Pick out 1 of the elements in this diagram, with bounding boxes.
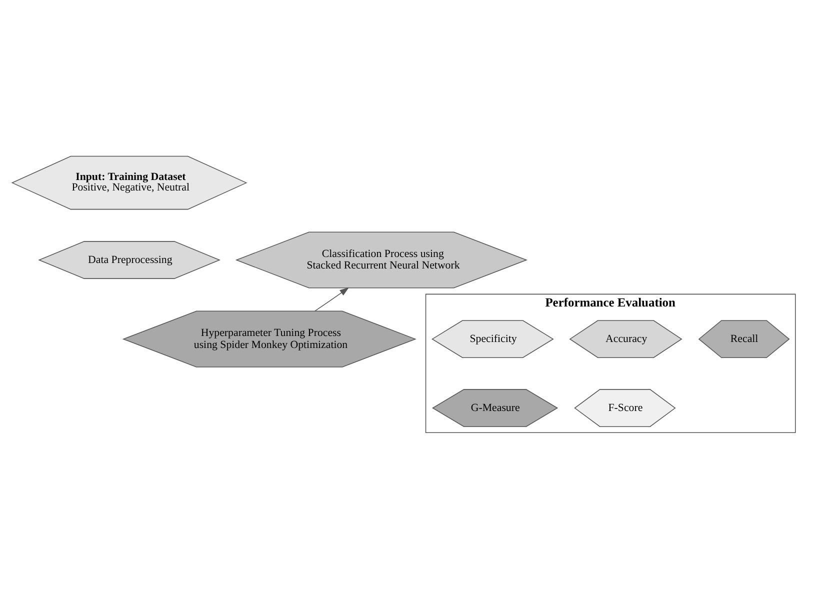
arrow [314, 286, 350, 311]
